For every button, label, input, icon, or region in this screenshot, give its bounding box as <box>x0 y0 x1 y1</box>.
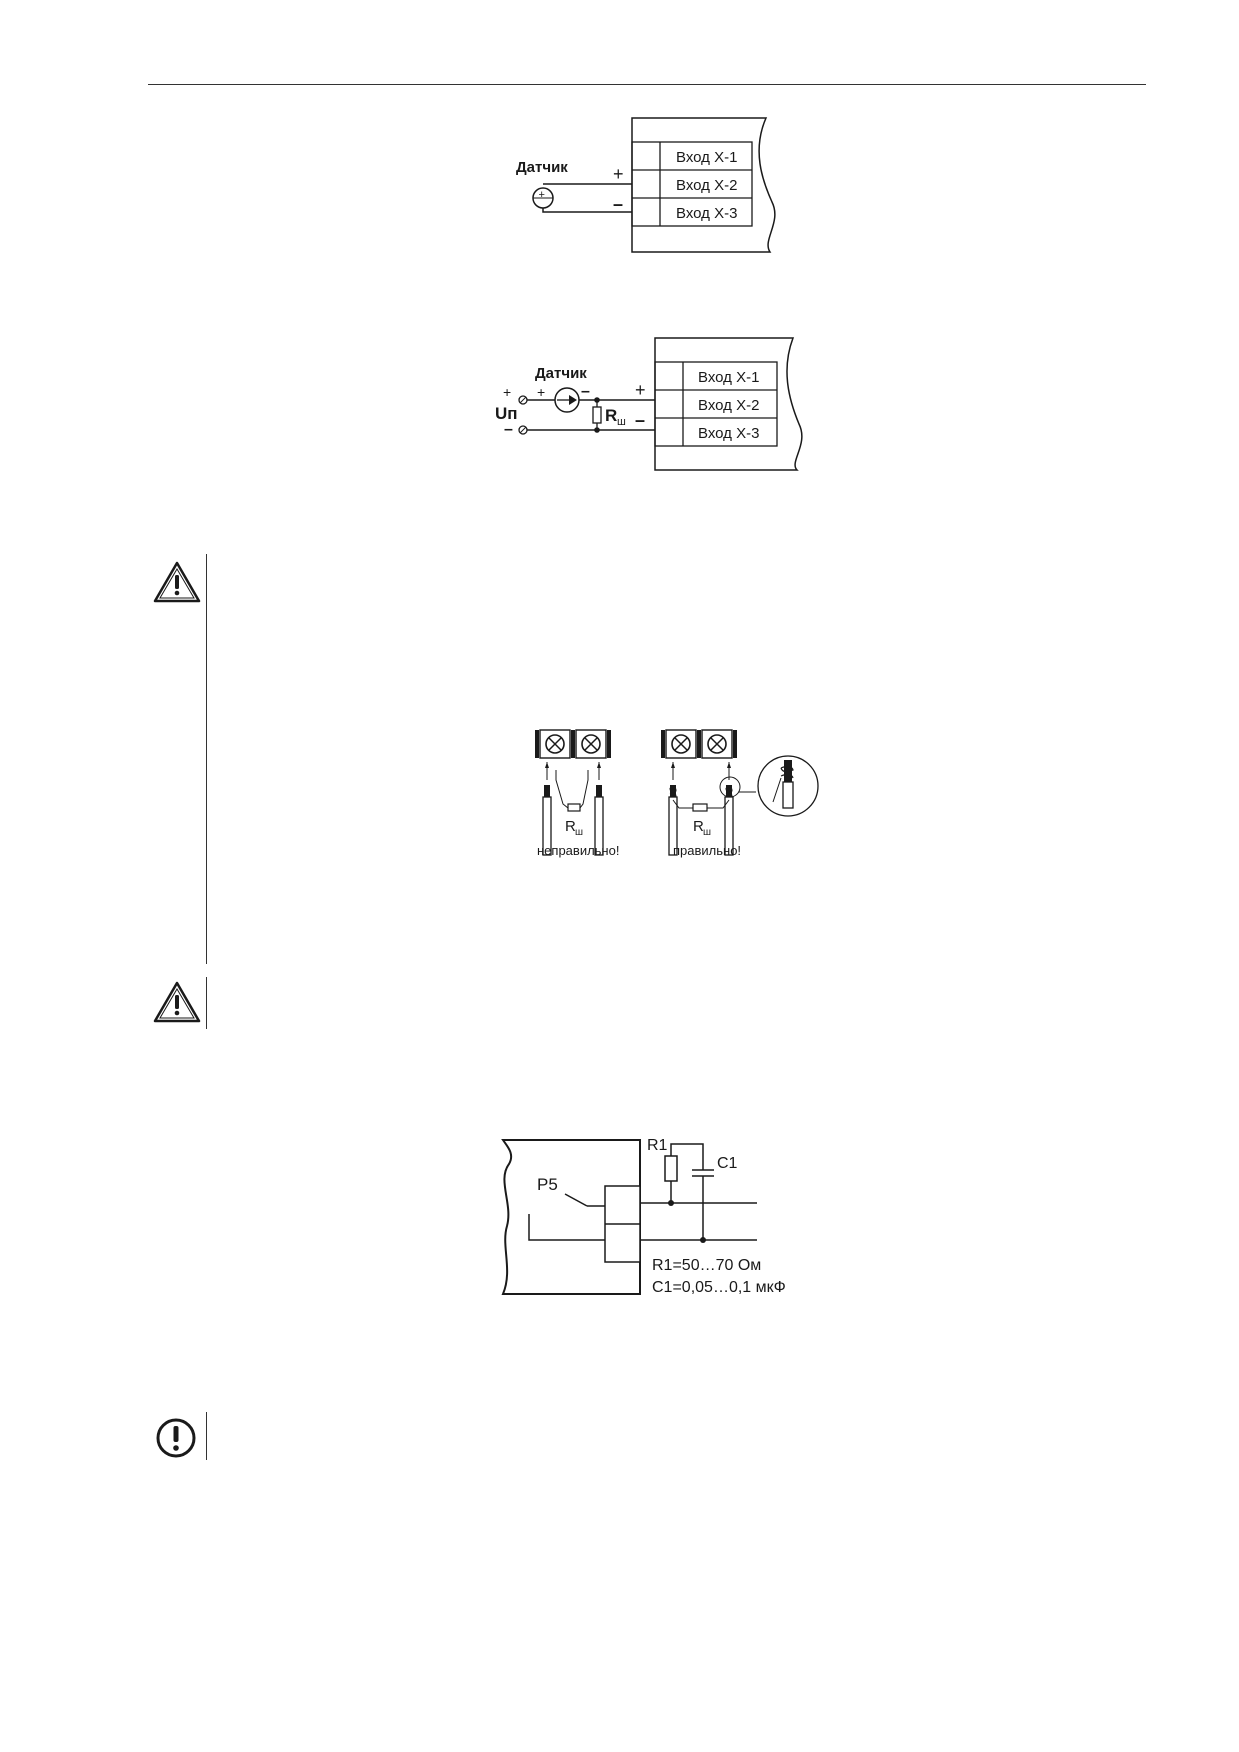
c1-value: C1=0,05…0,1 мкФ <box>652 1279 786 1296</box>
r1-value: R1=50…70 Ом <box>652 1257 761 1274</box>
supply-label: Uп <box>495 404 518 423</box>
shunt-label-wrong: R <box>565 818 576 835</box>
svg-text:+: + <box>539 189 545 201</box>
c1-label: C1 <box>717 1155 738 1172</box>
input-x2-label: Вход Х-2 <box>676 177 737 194</box>
sensor-current-loop-diagram: Вход Х-1 Вход Х-2 Вход Х-3 R ш Датчик + … <box>495 337 803 471</box>
shunt-resistor-icon <box>567 803 581 812</box>
shunt-label: R <box>605 406 617 425</box>
relay-label: Р5 <box>537 1175 558 1194</box>
input-x1-label: Вход Х-1 <box>676 149 737 166</box>
attention-sidebar-rule <box>206 1412 207 1460</box>
shunt-resistor-icon <box>692 803 708 812</box>
sensor-minus-label: – <box>581 383 590 400</box>
minus-terminal-label: – <box>635 410 645 430</box>
shunt-label-right: R <box>693 818 704 835</box>
shunt-subscript-right: ш <box>703 827 711 838</box>
r1-label: R1 <box>647 1137 668 1154</box>
terminal-block-wrong <box>535 729 611 759</box>
warning-triangle-icon <box>153 561 201 603</box>
plus-terminal-label: + <box>635 380 646 400</box>
shunt-subscript-wrong: ш <box>575 827 583 838</box>
shunt-resistor-icon <box>592 406 602 424</box>
wrong-caption: неправильно! <box>537 843 619 858</box>
header-rule <box>148 84 1146 85</box>
minus-terminal-label: – <box>613 194 623 214</box>
shunt-mounting-diagram: R ш R ш неправильно! правильно! <box>535 729 819 858</box>
warning-sidebar-rule <box>206 554 207 964</box>
sensor-plus-label: + <box>537 384 545 400</box>
sensor-label: Датчик <box>535 365 587 382</box>
input-x1-label: Вход Х-1 <box>698 369 759 386</box>
terminal-block-right <box>661 729 737 759</box>
relay-contact-icon <box>564 1193 588 1207</box>
input-x3-label: Вход Х-3 <box>698 425 759 442</box>
warning-triangle-icon <box>153 981 201 1023</box>
input-x2-label: Вход Х-2 <box>698 397 759 414</box>
relay-rc-snubber-diagram: Р5 R1 C1 R1=50…70 Ом C1=0,05…0,1 мкФ <box>501 1137 786 1296</box>
sensor-label: Датчик <box>516 159 568 176</box>
supply-minus-label: – <box>504 421 513 438</box>
sensor-voltage-connection-diagram: Вход Х-1 Вход Х-2 Вход Х-3 + Датчик + – <box>516 117 776 253</box>
attention-exclamation-icon <box>156 1418 196 1458</box>
plus-terminal-label: + <box>613 164 624 184</box>
shunt-subscript: ш <box>617 416 626 428</box>
r1-resistor-icon <box>664 1155 678 1182</box>
supply-plus-label: + <box>503 384 511 400</box>
warning-sidebar-rule <box>206 977 207 1029</box>
input-x3-label: Вход Х-3 <box>676 205 737 222</box>
right-caption: правильно! <box>673 843 741 858</box>
